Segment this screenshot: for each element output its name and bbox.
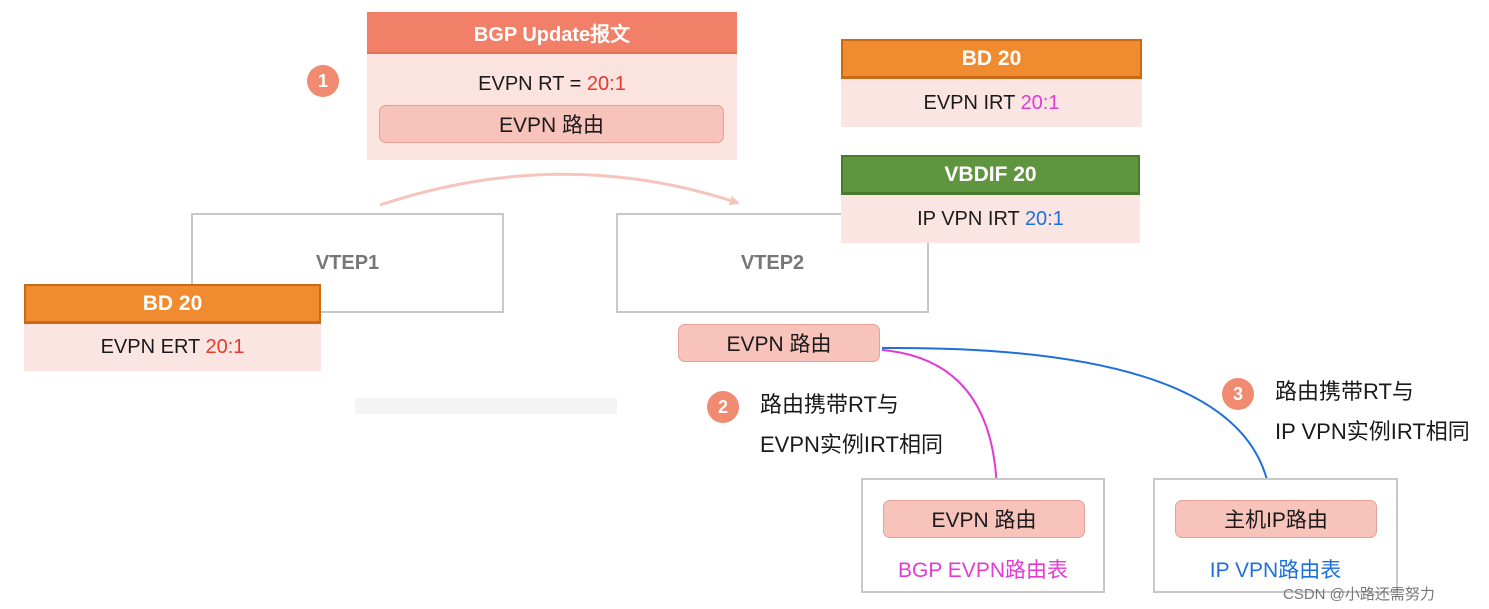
step-3-line1: 路由携带RT与 [1275, 379, 1414, 404]
faint-shadow [355, 398, 617, 414]
step-2-note: 路由携带RT与 EVPN实例IRT相同 [760, 385, 943, 465]
update-flow-arrow [379, 172, 740, 207]
vtep2-vbdif-irt-label: IP VPN IRT [917, 207, 1025, 230]
ipvpn-table-entry: 主机IP路由 [1175, 500, 1377, 538]
ipvpn-table-name: IP VPN路由表 [1209, 559, 1342, 582]
evpn-table-name: BGP EVPN路由表 [898, 559, 1068, 582]
vtep2-vbdif-irt: IP VPN IRT 20:1 [841, 195, 1140, 243]
bgp-rt-line: EVPN RT = 20:1 [367, 68, 737, 100]
vtep2-bd-irt-label: EVPN IRT [923, 91, 1021, 114]
vtep2-vbdif-title: VBDIF 20 [841, 155, 1140, 195]
bgp-rt-label: EVPN RT = [478, 72, 587, 95]
vtep2-vbdif-irt-value: 20:1 [1024, 207, 1064, 230]
bgp-evpn-route: EVPN 路由 [379, 105, 724, 143]
step-2-line2: EVPN实例IRT相同 [760, 432, 943, 457]
vtep1-bd-title: BD 20 [24, 284, 321, 324]
step-3-line2: IP VPN实例IRT相同 [1275, 419, 1470, 444]
vtep2-evpn-route: EVPN 路由 [678, 324, 880, 362]
evpn-table-entry: EVPN 路由 [883, 500, 1085, 538]
step-2-line1: 路由携带RT与 [760, 392, 899, 417]
watermark: CSDN @小路还需努力 [1283, 586, 1435, 603]
ipvpn-import-arrow [881, 346, 1276, 501]
vtep1-bd-ert-label: EVPN ERT [100, 336, 206, 358]
evpn-import-arrow [881, 349, 1003, 501]
bgp-rt-value: 20:1 [586, 72, 626, 95]
vtep1-bd-ert-value: 20:1 [205, 336, 245, 358]
step-3-badge: 3 [1222, 378, 1254, 410]
step-3-note: 路由携带RT与 IP VPN实例IRT相同 [1275, 372, 1470, 452]
vtep2-bd-title: BD 20 [841, 39, 1142, 79]
bgp-update-packet: BGP Update报文 EVPN RT = 20:1 EVPN 路由 [367, 12, 737, 160]
vtep2-bd-irt-value: 20:1 [1020, 91, 1060, 114]
step-1-badge: 1 [307, 65, 339, 97]
vtep1-bd-ert: EVPN ERT 20:1 [24, 324, 321, 371]
step-2-badge: 2 [707, 391, 739, 423]
vtep2-bd-irt: EVPN IRT 20:1 [841, 79, 1142, 127]
bgp-evpn-route-table: EVPN 路由 BGP EVPN路由表 [861, 478, 1105, 593]
ip-vpn-route-table: 主机IP路由 IP VPN路由表 [1153, 478, 1398, 593]
bgp-update-title: BGP Update报文 [367, 12, 737, 54]
